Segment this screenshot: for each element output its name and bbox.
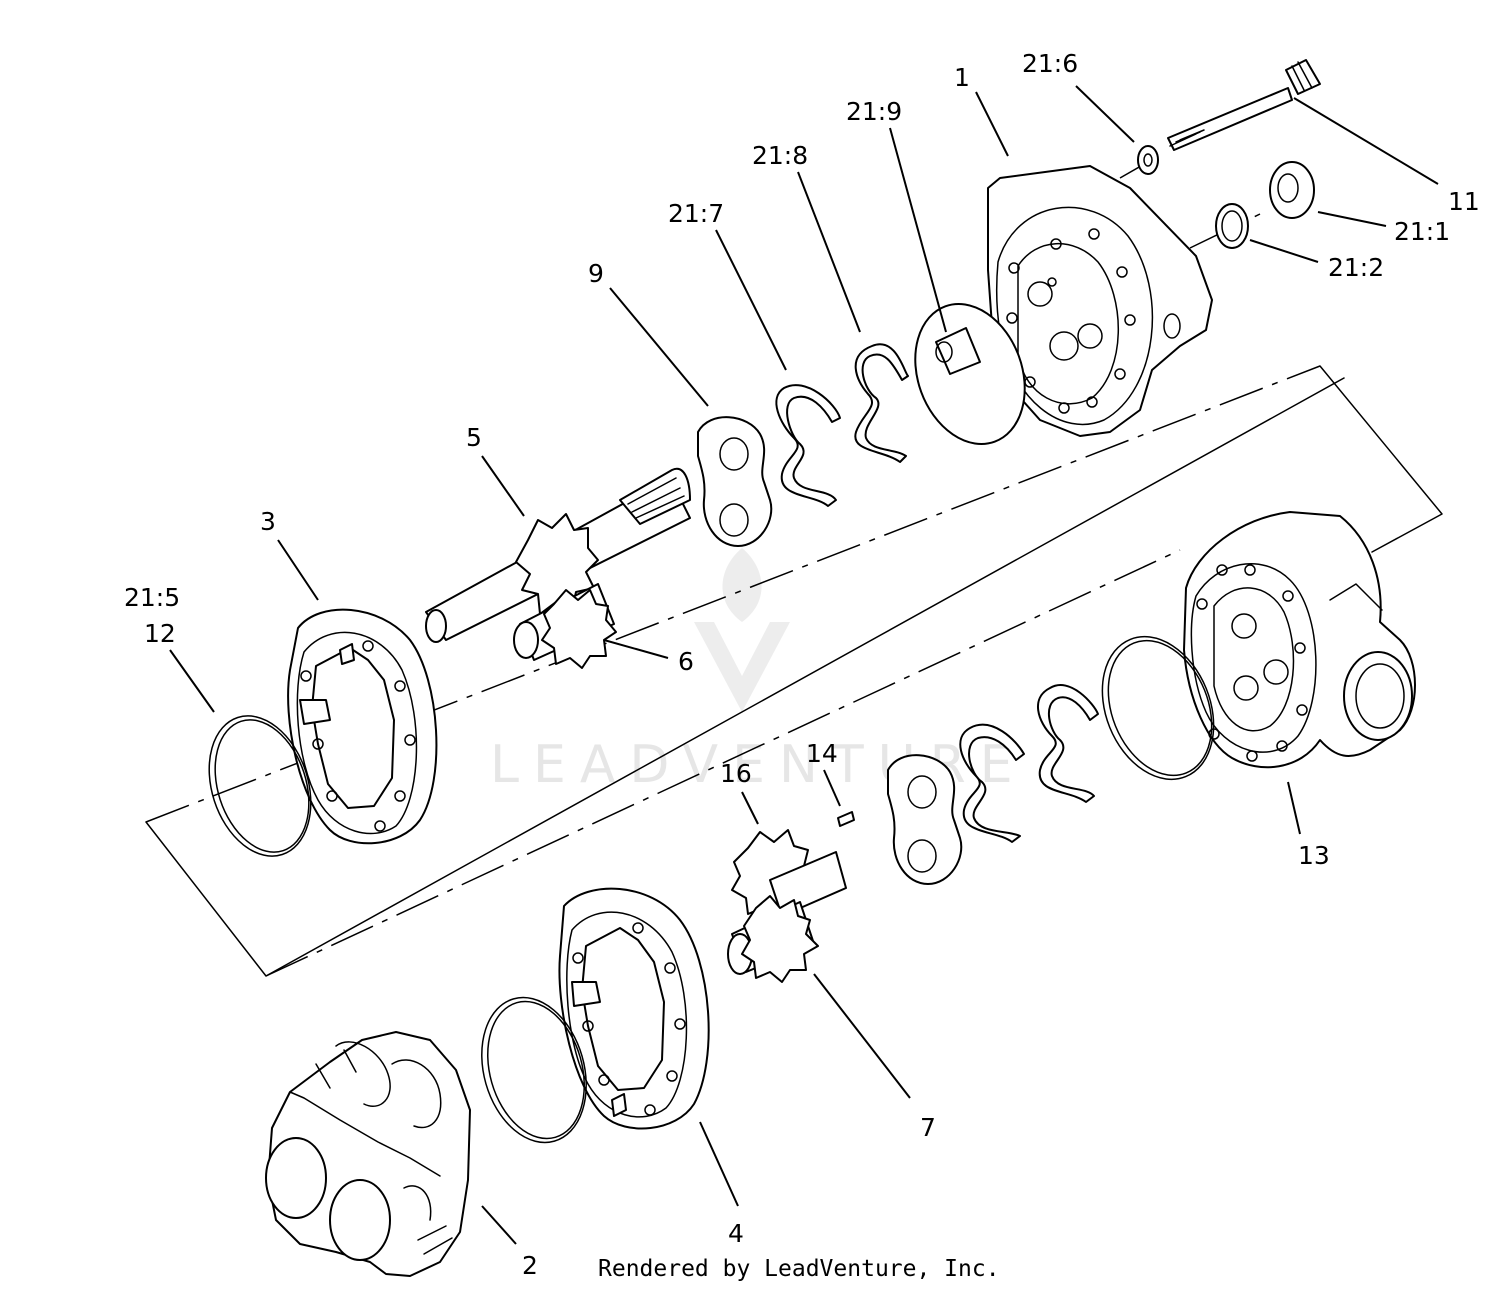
- part-o-ring-12: [208, 715, 312, 857]
- callout-5: 5: [466, 423, 482, 452]
- callout-21-6: 21:6: [1022, 49, 1078, 78]
- part-rear-housing: [1183, 511, 1416, 769]
- render-credit: Rendered by LeadVenture, Inc.: [598, 1256, 1000, 1282]
- part-body-plate: [287, 608, 438, 845]
- callout-21-5: 21:5: [124, 583, 180, 612]
- part-end-cover: [265, 1031, 471, 1277]
- part-rear-thrust-plate: [887, 754, 963, 885]
- callout-labels: 1 2 3 4 5 6 7 9 11 12 13 14 16 21:1 21:2…: [124, 49, 1480, 1280]
- callout-21-7: 21:7: [668, 199, 724, 228]
- callout-21-8: 21:8: [752, 141, 808, 170]
- part-drive-shaft: [425, 467, 691, 643]
- callout-6: 6: [678, 647, 694, 676]
- part-rear-driven-gear: [727, 895, 819, 983]
- part-bolt: [1167, 59, 1321, 151]
- part-seal-21-1: [1269, 161, 1315, 219]
- watermark-logo-icon: [694, 548, 790, 712]
- callout-7: 7: [920, 1113, 936, 1142]
- part-gasket-21-9: [914, 303, 1026, 445]
- part-driven-gear: [513, 583, 617, 669]
- callout-12: 12: [144, 619, 176, 648]
- part-o-ring-rear: [481, 996, 587, 1144]
- callout-21-9: 21:9: [846, 97, 902, 126]
- part-rear-seal-lower: [959, 723, 1025, 843]
- part-seal-21-8: [854, 343, 909, 463]
- callout-13: 13: [1298, 841, 1330, 870]
- part-thrust-plate: [697, 416, 773, 547]
- part-seal-21-7: [775, 384, 841, 507]
- callout-9: 9: [588, 259, 604, 288]
- callout-2: 2: [522, 1251, 538, 1280]
- callout-16: 16: [720, 759, 752, 788]
- part-key: [837, 811, 855, 827]
- callout-21-2: 21:2: [1328, 253, 1384, 282]
- callout-14: 14: [806, 739, 838, 768]
- part-ring-21-2: [1215, 203, 1249, 249]
- callout-3: 3: [260, 507, 276, 536]
- part-washer-21-6: [1137, 145, 1159, 175]
- part-rear-body-plate: [558, 887, 710, 1130]
- callout-1: 1: [954, 63, 970, 92]
- part-rear-seal-upper: [1036, 684, 1099, 803]
- callout-11: 11: [1448, 187, 1480, 216]
- callout-21-1: 21:1: [1394, 217, 1450, 246]
- part-rear-drive-gear: [731, 829, 847, 919]
- callout-4: 4: [728, 1219, 744, 1248]
- part-o-ring-housing: [1101, 635, 1215, 781]
- leader-lines: [169, 85, 1439, 1245]
